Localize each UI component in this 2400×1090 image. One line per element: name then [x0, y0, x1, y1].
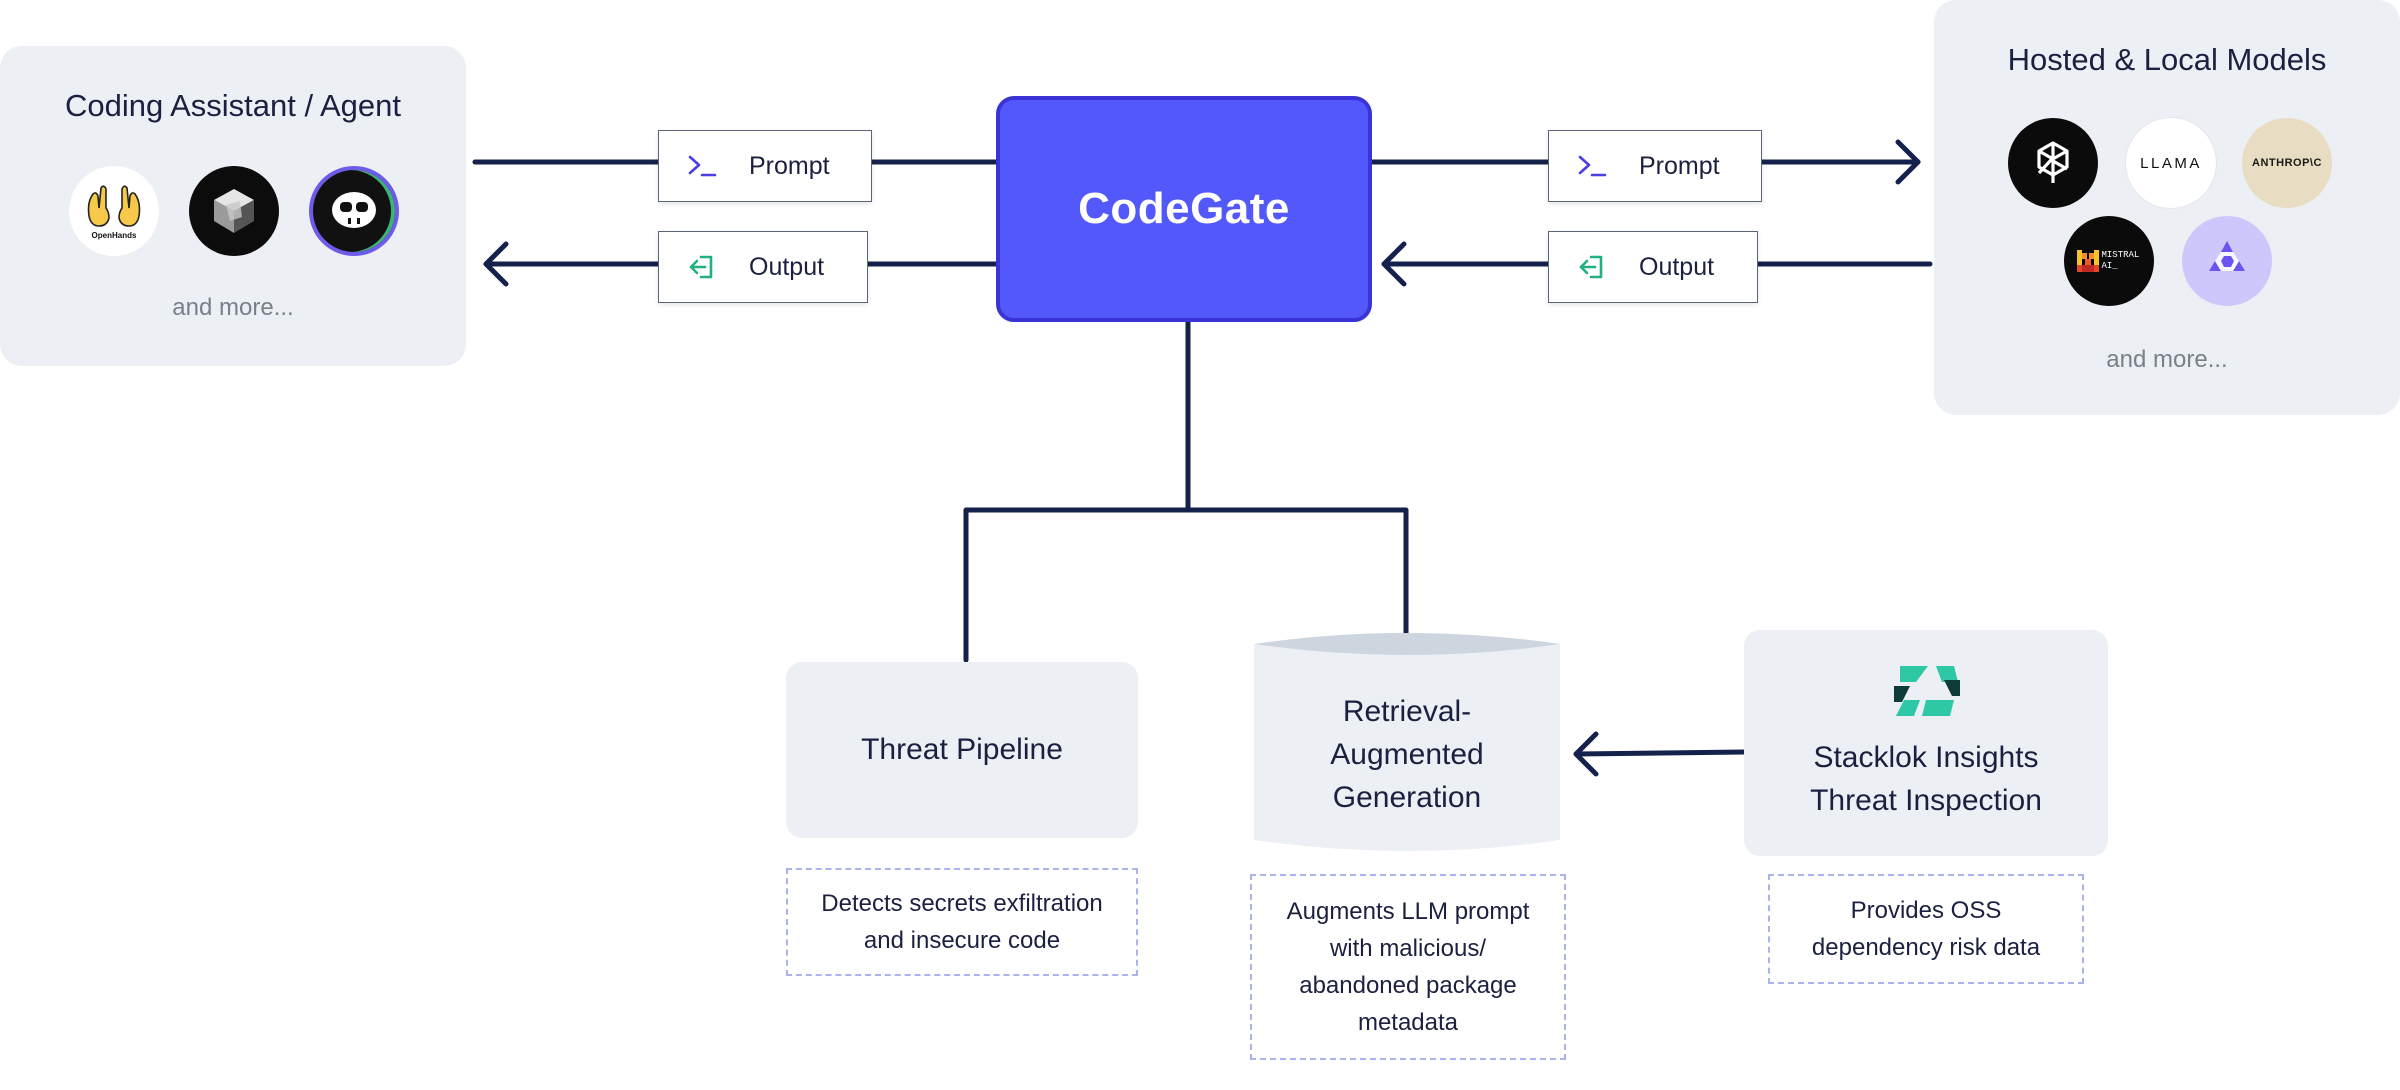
right-prompt-box: Prompt: [1548, 130, 1762, 202]
openhands-logo-icon: OpenHands: [69, 166, 159, 256]
codegate-title: CodeGate: [1078, 184, 1290, 233]
left-and-more-text: and more...: [172, 294, 294, 321]
right-and-more-text: and more...: [2106, 346, 2228, 373]
threat-pipeline-box: Threat Pipeline: [786, 662, 1138, 838]
threat-pipeline-title: Threat Pipeline: [861, 733, 1063, 766]
stacklok-insights-title: Stacklok Insights Threat Inspection: [1810, 741, 2042, 817]
right-output-box: Output: [1548, 231, 1758, 303]
left-output-label: Output: [749, 252, 825, 281]
threat-pipeline-note: Detects secrets exfiltration and insecur…: [786, 868, 1138, 976]
models-title: Hosted & Local Models: [2007, 42, 2327, 77]
qwen-logo-icon: [2182, 216, 2272, 306]
left-output-box: Output: [658, 231, 868, 303]
right-prompt-arrowhead: [1895, 139, 1921, 185]
llama-logo-text: LLAMA: [2140, 154, 2202, 172]
right-prompt-label: Prompt: [1639, 151, 1720, 180]
terminal-prompt-icon: [687, 153, 737, 179]
openhands-logo-text: OpenHands: [92, 231, 137, 240]
stacklok-logo-icon: [1894, 666, 1960, 716]
stacklok-to-rag-line: [1573, 749, 1748, 757]
left-prompt-label: Prompt: [749, 151, 830, 180]
openai-logo-icon: [2008, 118, 2098, 208]
llama-logo-icon: LLAMA: [2126, 118, 2216, 208]
right-output-label: Output: [1639, 252, 1715, 281]
login-output-icon: [687, 253, 737, 281]
rag-title: Retrieval-Augmented Generation: [1330, 695, 1484, 814]
cube-logo-icon: [189, 166, 279, 256]
left-prompt-box: Prompt: [658, 130, 872, 202]
rag-note: Augments LLM prompt with malicious/ aban…: [1250, 874, 1566, 1060]
codegate-box: CodeGate: [996, 96, 1372, 322]
threat-pipeline-branch: [963, 507, 1191, 663]
right-output-arrowhead: [1381, 241, 1407, 287]
stacklok-to-rag-arrowhead: [1573, 731, 1599, 777]
stacklok-insights-box: Stacklok Insights Threat Inspection: [1744, 630, 2108, 856]
left-output-arrowhead: [483, 241, 509, 287]
mistral-logo-text: MISTRAL AI_: [2101, 250, 2140, 271]
anthropic-logo-icon: ANTHROP\C: [2242, 118, 2332, 208]
stacklok-insights-note: Provides OSS dependency risk data: [1768, 874, 2084, 984]
models-panel: Hosted & Local Models LLAMA ANTHROP\C MI…: [1934, 0, 2400, 415]
rag-box-shape: [1254, 633, 1560, 851]
login-output-icon: [1577, 253, 1627, 281]
coding-assistant-panel: Coding Assistant / Agent OpenHands and m…: [0, 46, 466, 366]
mistral-logo-icon: MISTRAL AI_: [2064, 216, 2154, 306]
copilot-logo-icon: [309, 166, 399, 256]
rag-branch: [1185, 507, 1409, 639]
terminal-prompt-icon: [1577, 153, 1627, 179]
coding-assistant-title: Coding Assistant / Agent: [64, 88, 402, 123]
anthropic-logo-text: ANTHROP\C: [2252, 157, 2322, 169]
